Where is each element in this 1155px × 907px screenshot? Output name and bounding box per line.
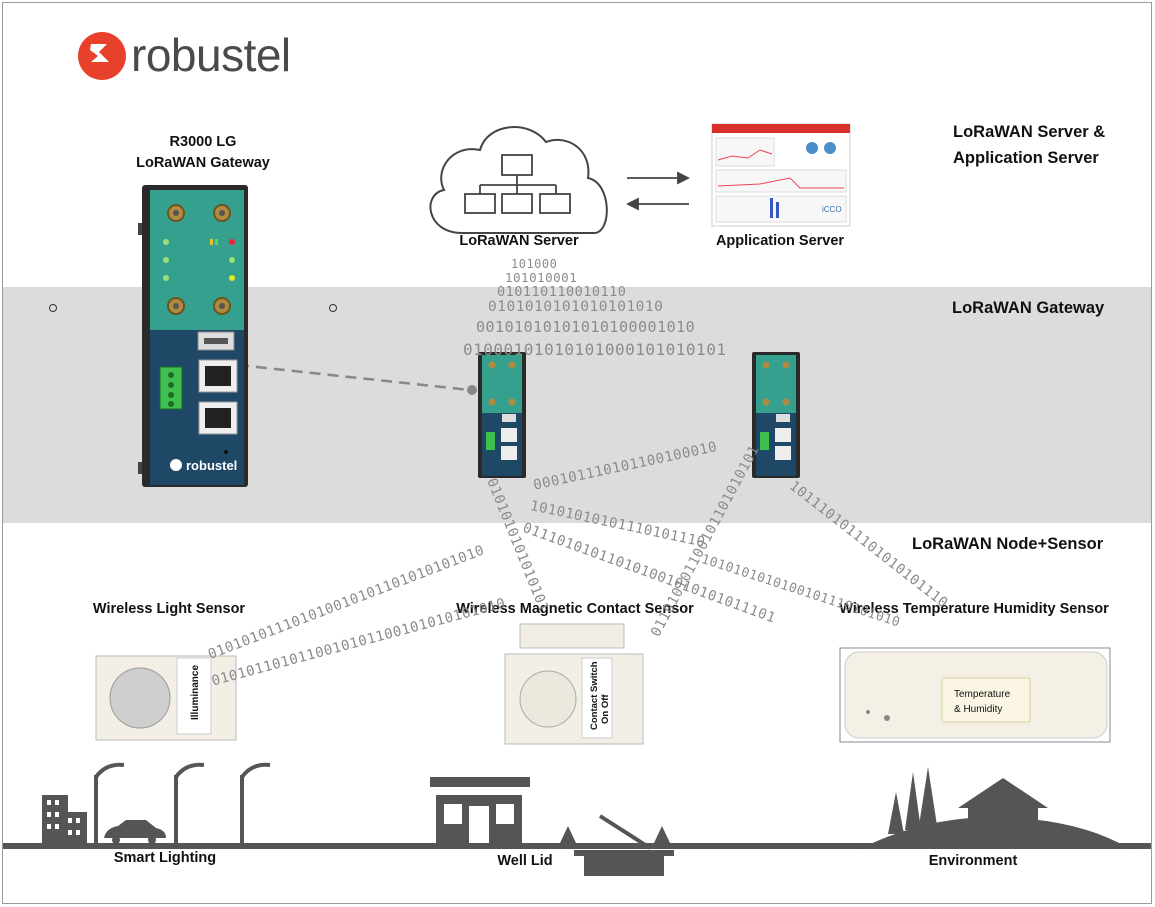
r3000-lg-gateway-device: robustel <box>138 185 248 487</box>
gateway-brand-text: robustel <box>186 458 237 473</box>
light-sensor-device <box>95 655 237 741</box>
binary-up-2: 101010001 <box>505 270 578 285</box>
marker-dot <box>329 304 337 312</box>
marker-dot <box>49 304 57 312</box>
light-sensor-label: Wireless Light Sensor <box>92 601 246 617</box>
contact-tag-line2: On Off <box>600 694 611 724</box>
binary-up-6: 01000101010101000101010101 <box>463 340 727 359</box>
binary-up-3: 010110110010110 <box>497 284 627 300</box>
gateway-link-dashed <box>237 363 471 392</box>
illuminance-tag: Illuminance <box>190 665 201 720</box>
gateway-device-small-right <box>752 352 800 478</box>
temp-tag-line1: Temperature <box>954 689 1011 700</box>
gateway-section-title: LoRaWAN Gateway <box>952 299 1105 317</box>
magnetic-contact-sensor-device <box>504 623 644 745</box>
well-lid-label: Well Lid <box>497 853 553 869</box>
cloud-server-icon <box>429 126 608 234</box>
temperature-humidity-sensor-device <box>839 647 1111 743</box>
environment-label: Environment <box>928 853 1018 869</box>
exchange-arrows-icon <box>625 171 691 211</box>
svg-text:iCCO: iCCO <box>822 205 842 214</box>
gateway-model-label: R3000 LG <box>169 134 237 150</box>
gateway-device-small-left <box>478 352 526 478</box>
city-building-windows <box>47 800 80 835</box>
magnetic-sensor-label: Wireless Magnetic Contact Sensor <box>456 601 694 617</box>
contact-tag-line1: Contact Switch <box>589 661 600 730</box>
binary-up-1: 101000 <box>511 257 558 271</box>
gateway-type-label: LoRaWAN Gateway <box>136 155 270 171</box>
binary-up-5: 00101010101010100001010 <box>476 318 696 336</box>
logo-wordmark: robustel <box>131 29 291 81</box>
application-server-screenshot: iCCO <box>711 123 851 227</box>
binary-up-4: 0101010101010101010 <box>488 299 664 315</box>
smart-lighting-label: Smart Lighting <box>113 850 217 866</box>
shop-window-icon <box>444 804 514 843</box>
node-section-title: LoRaWAN Node+Sensor <box>912 535 1104 553</box>
temperature-sensor-label: Wireless Temperature Humidity Sensor <box>839 601 1109 617</box>
robustel-logo-icon <box>78 32 126 80</box>
application-server-label: Application Server <box>715 233 845 249</box>
server-section-title: LoRaWAN Server & Application Server <box>953 123 1106 167</box>
temp-tag-line2: & Humidity <box>954 704 1002 715</box>
link-endpoint <box>467 385 477 395</box>
lorawan-server-label: LoRaWAN Server <box>459 233 579 249</box>
